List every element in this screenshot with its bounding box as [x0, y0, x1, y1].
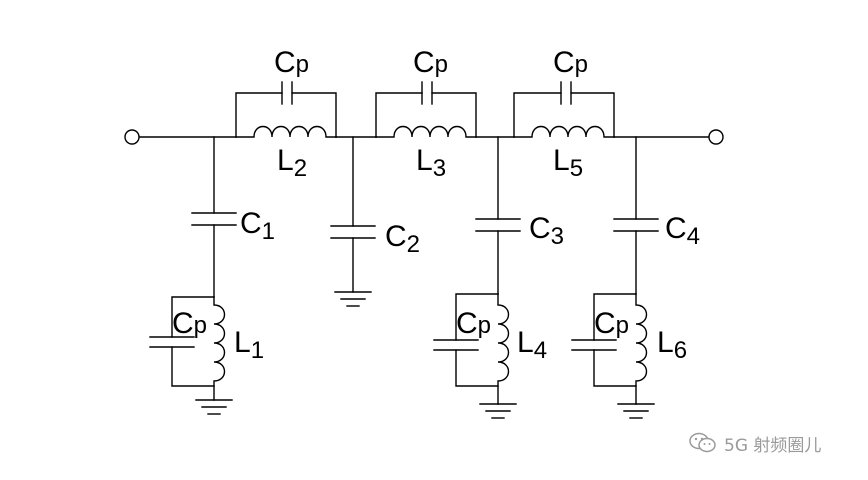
series-resonator-2 — [375, 81, 477, 138]
label-l3: L3 — [416, 144, 446, 182]
label-l4: L4 — [517, 326, 547, 364]
label-cp-shunt-2: Cp — [456, 307, 491, 340]
label-cp-shunt-3: Cp — [594, 307, 629, 340]
watermark: 5G 射频圈儿 — [688, 430, 821, 456]
wechat-icon — [689, 432, 716, 453]
watermark-text: 5G 射频圈儿 — [724, 435, 822, 456]
label-c2: C2 — [385, 220, 420, 258]
series-resonator-1 — [235, 81, 337, 138]
label-cp-top-3: Cp — [553, 46, 588, 79]
series-resonator-3 — [513, 81, 615, 138]
label-cp-shunt-1: Cp — [172, 307, 207, 340]
shunt-branch-1 — [149, 136, 237, 415]
label-l1: L1 — [234, 326, 264, 364]
label-c1: C1 — [240, 207, 275, 245]
label-c4: C4 — [665, 212, 700, 250]
label-l5: L5 — [553, 144, 583, 182]
label-l6: L6 — [657, 326, 687, 364]
main-line — [124, 129, 724, 145]
label-cp-top-1: Cp — [274, 46, 309, 79]
shunt-branch-4 — [571, 136, 659, 419]
label-cp-top-2: Cp — [413, 46, 448, 79]
output-terminal — [708, 129, 724, 145]
input-terminal — [124, 129, 140, 145]
label-l2: L2 — [277, 144, 307, 182]
shunt-branch-2 — [330, 136, 376, 307]
label-c3: C3 — [529, 212, 564, 250]
shunt-branch-3 — [433, 136, 521, 419]
